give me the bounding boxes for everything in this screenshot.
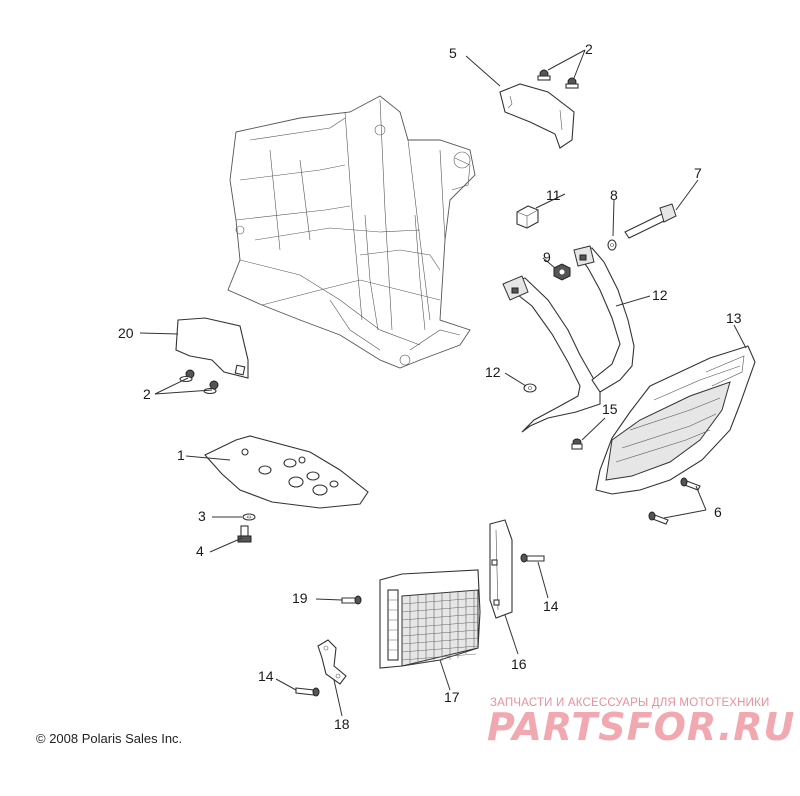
callout-4: 4 — [196, 543, 204, 559]
part-2-screws-top — [537, 69, 579, 89]
callout-20: 20 — [118, 325, 134, 341]
part-18-bracket — [317, 639, 347, 685]
callout-16: 16 — [511, 656, 527, 672]
callout-13: 13 — [726, 310, 742, 326]
part-10-block — [516, 205, 539, 229]
part-14-screw-right — [520, 553, 545, 563]
callout-17: 17 — [444, 689, 460, 705]
part-17-grille — [379, 569, 481, 669]
part-7-bolt — [624, 203, 677, 239]
part-9-nut — [553, 263, 571, 281]
callout-2-left: 2 — [143, 386, 151, 402]
callout-14-right: 14 — [543, 598, 559, 614]
callout-2-top: 2 — [585, 41, 593, 57]
callout-9: 9 — [543, 249, 551, 265]
callout-12: 12 — [485, 364, 501, 380]
callout-5: 5 — [449, 45, 457, 61]
part-13-front-cover — [595, 345, 756, 495]
callout-10: 11 — [546, 187, 561, 203]
callout-8: 8 — [610, 187, 618, 203]
part-6-rivets — [648, 477, 701, 525]
part-12-washer — [523, 383, 537, 393]
part-19-screw — [341, 595, 362, 605]
vehicle-frame — [227, 95, 476, 369]
part-3-washer — [242, 513, 256, 521]
part-14-screw-left — [295, 687, 320, 697]
callout-7: 7 — [694, 165, 702, 181]
part-11-bumper — [502, 245, 635, 433]
part-1-skid-plate — [204, 435, 369, 509]
callout-18: 18 — [334, 716, 350, 732]
copyright-notice: © 2008 Polaris Sales Inc. — [36, 731, 183, 746]
callout-19: 19 — [292, 590, 308, 606]
leader-lines — [139, 49, 747, 717]
callout-1: 1 — [177, 447, 185, 463]
callout-6: 6 — [714, 504, 722, 520]
callout-labels: 5 2 7 11 8 9 12 13 20 12 2 15 1 6 3 4 19… — [118, 41, 742, 732]
part-15-screw — [571, 438, 583, 450]
callout-3: 3 — [198, 508, 206, 524]
part-2-screws-left — [179, 369, 219, 395]
callout-14-left: 14 — [258, 668, 274, 684]
watermark-subtitle: ЗАПЧАСТИ И АКСЕССУАРЫ ДЛЯ МОТОТЕХНИКИ — [490, 697, 770, 709]
part-8-washer — [607, 239, 617, 251]
part-20-panel — [175, 317, 249, 379]
watermark-brand: PARTSFOR.RU — [487, 705, 796, 749]
part-4-bolt — [237, 525, 252, 543]
part-16-side-strip — [489, 519, 513, 619]
part-5-bracket — [499, 83, 575, 149]
callout-11: 12 — [652, 287, 668, 303]
callout-15: 15 — [602, 401, 618, 417]
